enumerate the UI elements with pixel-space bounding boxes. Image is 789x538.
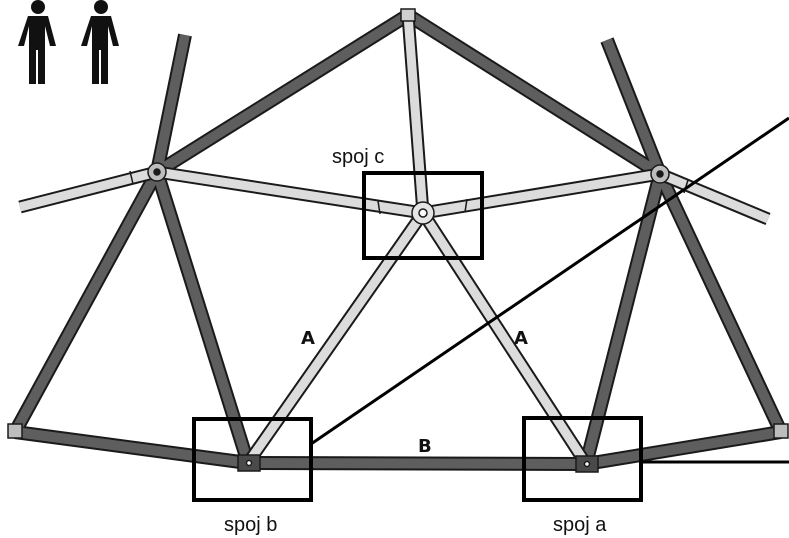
joint-left-end bbox=[7, 423, 23, 439]
top-joint bbox=[400, 8, 416, 22]
dark-tubes bbox=[8, 9, 788, 471]
pointer-lines bbox=[310, 116, 789, 464]
label-bar-b: B bbox=[418, 436, 432, 457]
box-spoj-a bbox=[522, 416, 643, 502]
joint-right-end bbox=[773, 423, 789, 439]
label-bar-a-left: A bbox=[301, 328, 315, 349]
label-spoj-a: spoj a bbox=[553, 514, 607, 536]
label-bar-a-right: A bbox=[514, 328, 528, 349]
two-people-icon bbox=[18, 0, 119, 84]
box-spoj-c bbox=[362, 171, 484, 260]
label-spoj-b: spoj b bbox=[224, 514, 277, 536]
highlight-boxes bbox=[192, 171, 643, 502]
label-spoj-c: spoj c bbox=[332, 146, 384, 168]
light-tubes bbox=[18, 14, 771, 468]
box-spoj-b bbox=[192, 417, 313, 502]
joints bbox=[7, 8, 789, 473]
